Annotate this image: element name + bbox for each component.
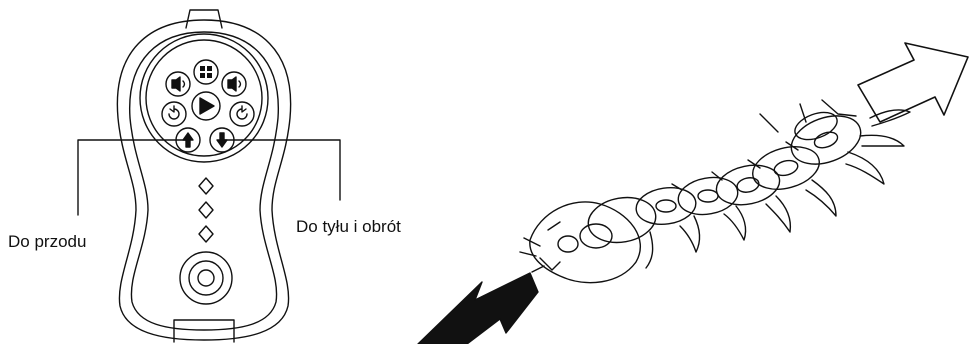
remote-control bbox=[117, 10, 290, 342]
button-panel-ring bbox=[140, 34, 268, 162]
outline-arrow-icon bbox=[858, 43, 968, 122]
rotate-left-button[interactable] bbox=[162, 102, 186, 126]
rotate-right-button[interactable] bbox=[230, 102, 254, 126]
leader-line-forward bbox=[78, 140, 188, 215]
centipede-robot bbox=[520, 100, 910, 283]
play-icon bbox=[200, 98, 214, 114]
rotate-left-icon bbox=[169, 106, 179, 119]
sound-right-icon bbox=[228, 77, 241, 91]
sound-left-button[interactable] bbox=[166, 72, 190, 96]
joystick-icon bbox=[198, 270, 214, 286]
sound-left-icon bbox=[172, 77, 185, 91]
diamond-icon bbox=[199, 202, 213, 218]
forward-label: Do przodu bbox=[8, 232, 86, 252]
mode-icon bbox=[200, 66, 212, 78]
solid-arrow-icon bbox=[418, 273, 538, 344]
play-button[interactable] bbox=[192, 92, 220, 120]
diamond-icon bbox=[199, 178, 213, 194]
backward-and-turn-label: Do tyłu i obrót bbox=[296, 217, 401, 237]
joystick[interactable] bbox=[180, 252, 232, 304]
mode-button[interactable] bbox=[194, 60, 218, 84]
diamond-icon bbox=[199, 226, 213, 242]
sound-right-button[interactable] bbox=[222, 72, 246, 96]
leader-line-backward bbox=[222, 140, 340, 200]
rotate-right-icon bbox=[237, 106, 247, 119]
